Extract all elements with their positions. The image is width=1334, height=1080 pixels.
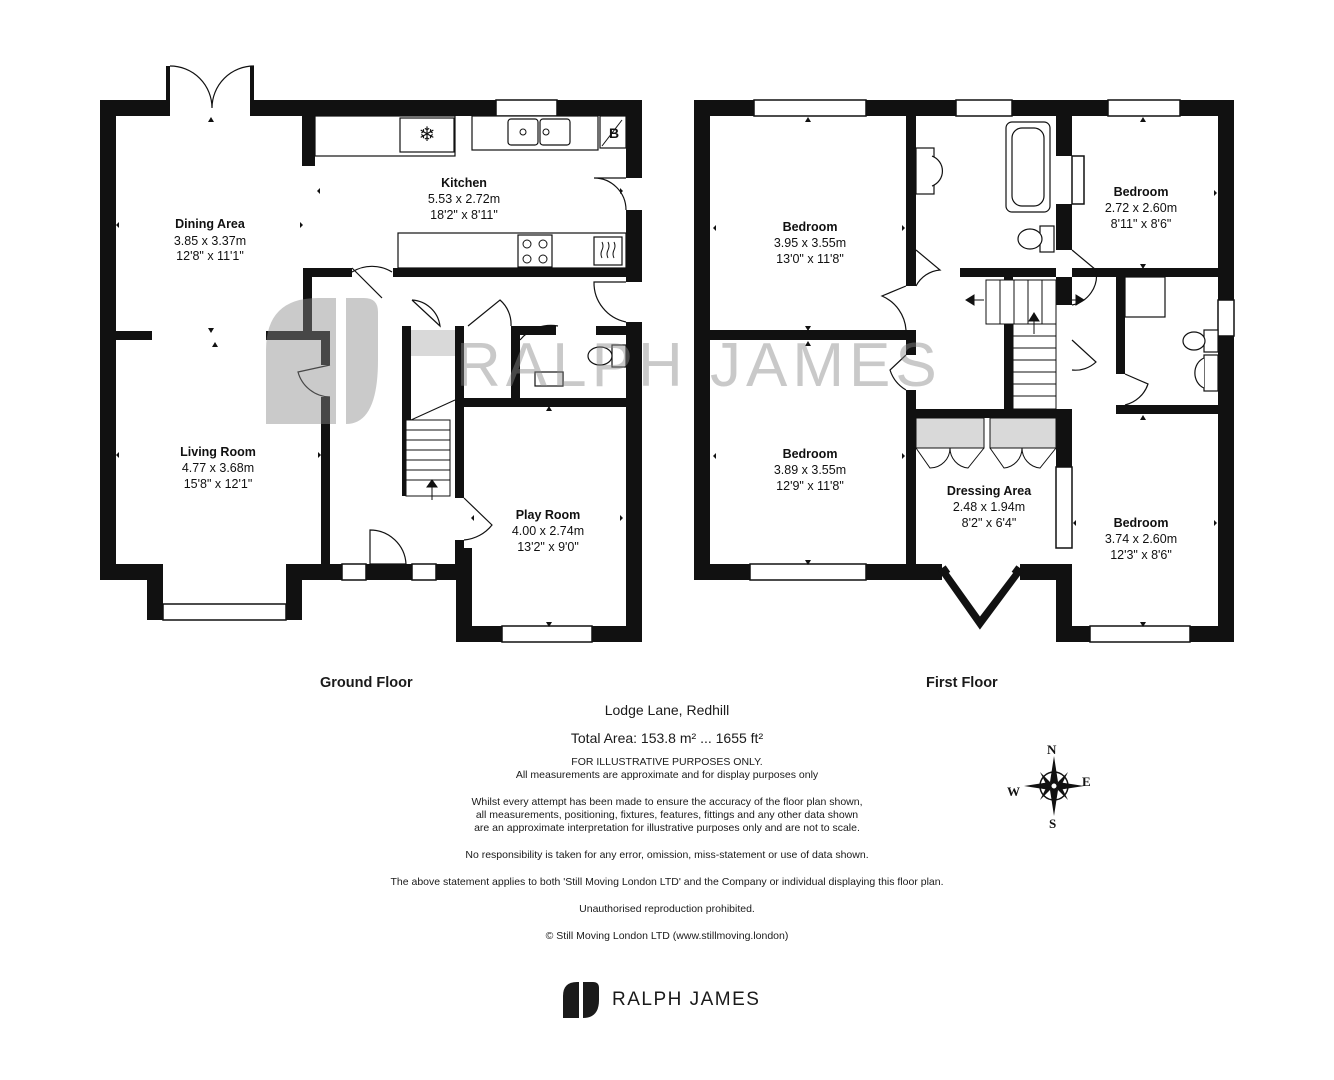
ground-windows [162, 99, 593, 643]
compass-west: W [1007, 784, 1020, 799]
disclaimer-line: No responsibility is taken for any error… [465, 849, 869, 861]
dimension-ticks [116, 117, 1217, 627]
first-doors [880, 249, 1149, 406]
french-doors [169, 65, 255, 109]
first-floor-plan [694, 99, 1235, 643]
bed2-imperial: 8'11" x 8'6" [1111, 217, 1172, 231]
disclaimer-line: Unauthorised reproduction prohibited. [579, 903, 755, 915]
bed3-name: Bedroom [783, 447, 838, 461]
kitchen-name: Kitchen [441, 176, 487, 190]
disclaimer-line: all measurements, positioning, fixtures,… [475, 809, 859, 821]
first-stairs [965, 279, 1085, 410]
bed3-imperial: 12'9" x 11'8" [776, 479, 844, 493]
brand-name: RALPH JAMES [612, 989, 761, 1010]
disclaimer-line: Whilst every attempt has been made to en… [471, 796, 863, 808]
brand-logo-icon [563, 982, 599, 1018]
ground-stairs [405, 330, 456, 500]
kitchen-metric: 5.53 x 2.72m [428, 192, 500, 206]
bed1-metric: 3.95 x 3.55m [774, 236, 846, 250]
ground-doors [297, 177, 627, 565]
dining-name: Dining Area [175, 217, 246, 231]
disclaimer-line: All measurements are approximate and for… [515, 769, 819, 781]
boiler-icon: B [609, 125, 619, 141]
dressing-metric: 2.48 x 1.94m [953, 500, 1025, 514]
first-floor-title: First Floor [926, 675, 998, 691]
address: Lodge Lane, Redhill [604, 702, 730, 718]
dining-imperial: 12'8" x 11'1" [176, 249, 244, 263]
play-metric: 4.00 x 2.74m [512, 524, 584, 538]
watermark: RALPH JAMES [266, 298, 942, 424]
bed2-name: Bedroom [1114, 185, 1169, 199]
first-walls [694, 100, 1234, 642]
dining-metric: 3.85 x 3.37m [174, 234, 246, 248]
total-area: Total Area: 153.8 m² ... 1655 ft² [570, 730, 764, 746]
compass-icon: N S E W [1007, 742, 1091, 831]
copyright: © Still Moving London LTD (www.stillmovi… [545, 930, 789, 942]
bed3-metric: 3.89 x 3.55m [774, 463, 846, 477]
bed2-metric: 2.72 x 2.60m [1105, 201, 1177, 215]
dressing-name: Dressing Area [947, 484, 1032, 498]
disclaimer-line: The above statement applies to both 'Sti… [390, 876, 944, 888]
ground-floor-plan: ❄ B [100, 65, 642, 643]
room-labels: Dining Area 3.85 x 3.37m 12'8" x 11'1" K… [174, 176, 1177, 562]
disclaimer-line: are an approximate interpretation for il… [474, 822, 860, 834]
ground-wc [534, 344, 627, 387]
bed4-metric: 3.74 x 2.60m [1105, 532, 1177, 546]
compass-south: S [1049, 816, 1056, 831]
bed1-name: Bedroom [783, 220, 838, 234]
play-imperial: 13'2" x 9'0" [517, 540, 579, 554]
dressing-imperial: 8'2" x 6'4" [962, 516, 1017, 530]
ground-walls [100, 66, 642, 642]
bathroom-fittings [915, 121, 1219, 392]
living-imperial: 15'8" x 12'1" [184, 477, 253, 491]
ground-floor-title: Ground Floor [320, 675, 413, 691]
brand-logo: RALPH JAMES [562, 982, 760, 1018]
svg-text:❄: ❄ [419, 124, 436, 146]
watermark-text: RALPH JAMES [456, 331, 942, 400]
wardrobes [915, 417, 1057, 469]
bay-window [938, 565, 1024, 630]
living-metric: 4.77 x 3.68m [182, 461, 254, 475]
first-windows [749, 99, 1235, 643]
compass-east: E [1082, 774, 1091, 789]
play-name: Play Room [516, 508, 581, 522]
floor-plan: ❄ B [100, 65, 1235, 643]
kitchen-fittings: ❄ B [314, 115, 627, 269]
disclaimer-line: FOR ILLUSTRATIVE PURPOSES ONLY. [571, 756, 763, 768]
living-name: Living Room [180, 445, 256, 459]
watermark-logo-icon [266, 298, 378, 424]
bed4-name: Bedroom [1114, 516, 1169, 530]
kitchen-imperial: 18'2" x 8'11" [430, 208, 498, 222]
compass-north: N [1047, 742, 1057, 757]
bed1-imperial: 13'0" x 11'8" [776, 252, 844, 266]
bed4-imperial: 12'3" x 8'6" [1110, 548, 1172, 562]
